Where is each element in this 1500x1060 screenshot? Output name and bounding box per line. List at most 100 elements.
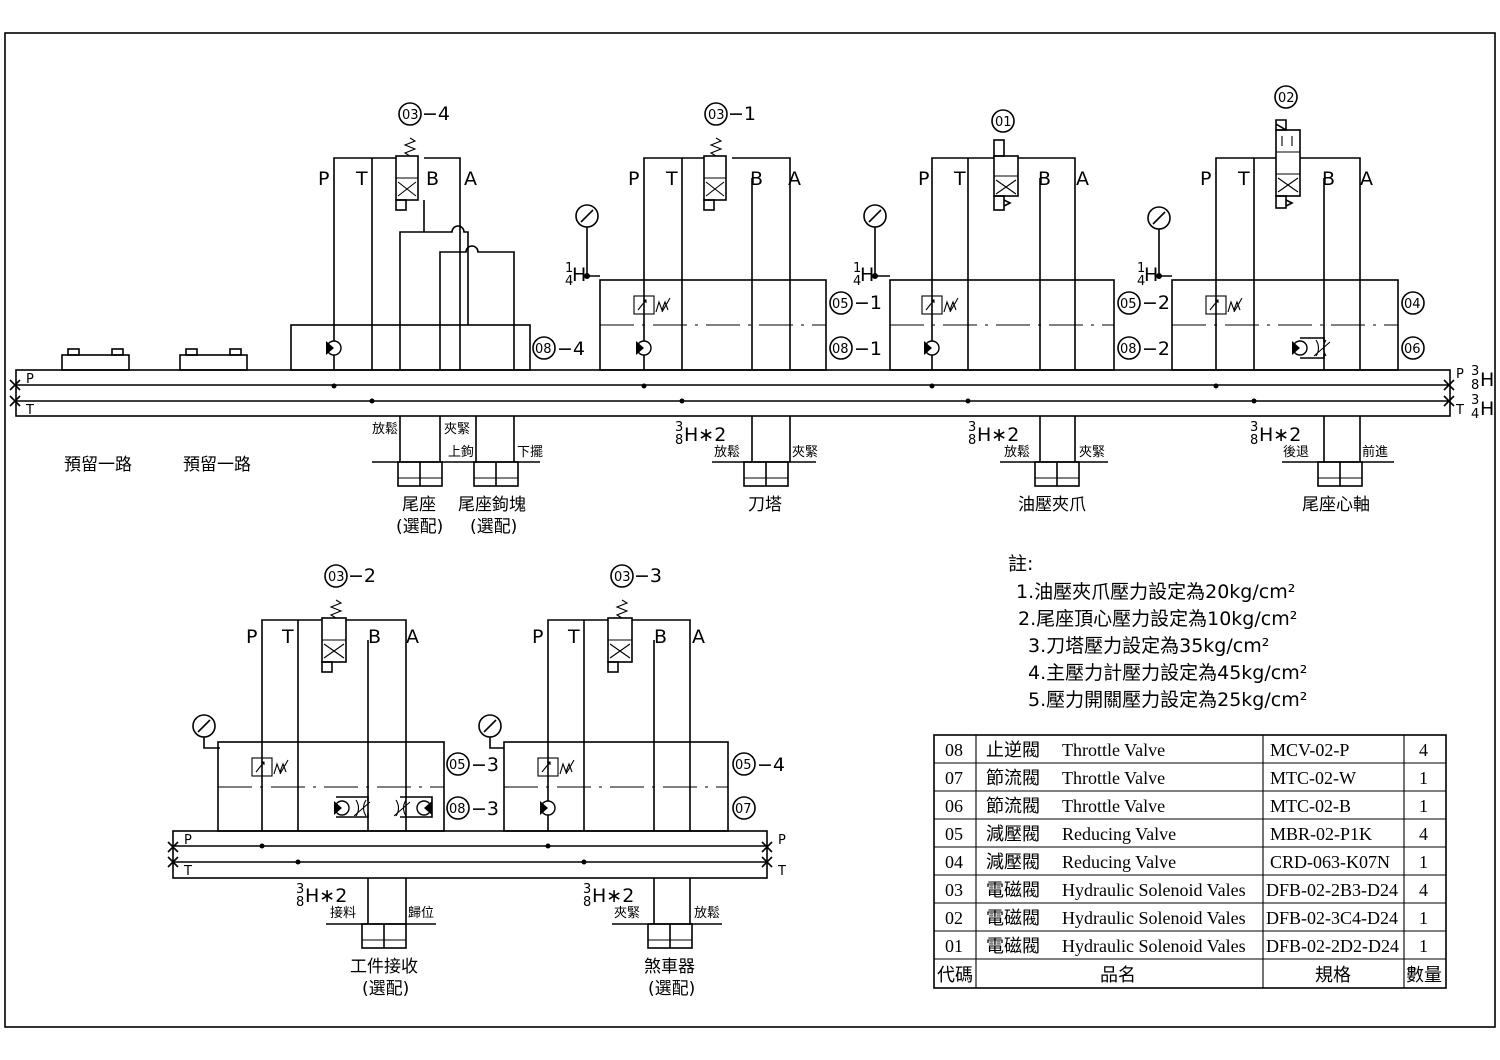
bom-header-code: 代碼 <box>937 965 973 985</box>
base-tag: 08 <box>535 342 552 357</box>
bottom-p-right: P <box>778 833 786 848</box>
unit-03-2: 03 −2 P T B A 05 −3 08 −3 3 8 H∗2 接料 <box>192 564 499 999</box>
bom-spec: DFB-02-2B3-D24 <box>1266 880 1398 900</box>
valve-tag: 03 <box>708 108 725 123</box>
bom-code: 06 <box>945 796 963 816</box>
bom-qty: 1 <box>1419 936 1428 956</box>
port-p: P <box>246 626 257 648</box>
bom-row: 02 電磁閥 Hydraulic Solenoid Vales DFB-02-3… <box>945 908 1428 928</box>
bom-code: 03 <box>945 880 963 900</box>
port-b: B <box>750 168 763 190</box>
port-label-left: 放鬆 <box>1004 445 1030 460</box>
valve-tag-suffix: −4 <box>422 103 450 125</box>
bom-spec: DFB-02-2D2-D24 <box>1266 936 1399 956</box>
unit-01: 01 P T B A 1 4 H 05 −2 08 −2 3 8 H∗2 放鬆 … <box>853 109 1170 515</box>
port-label-right: 前進 <box>1362 444 1388 460</box>
drawing-border <box>4 32 1496 1028</box>
gauge-size-den: 4 <box>1137 274 1145 289</box>
bom-name-cn: 減壓閥 <box>986 824 1040 844</box>
bottom-t-right: T <box>777 864 786 879</box>
bom-name-cn: 節流閥 <box>986 796 1040 816</box>
bom-name-en: Reducing Valve <box>1062 824 1176 844</box>
bom-row: 06 節流閥 Throttle Valve MTC-02-B 1 <box>945 796 1428 816</box>
size-den: 8 <box>968 433 976 448</box>
gauge-size-h: H <box>1144 264 1158 286</box>
gauge-size-h: H <box>860 264 874 286</box>
actuator-quill: 尾座心軸 <box>1302 495 1370 515</box>
port-a: A <box>1076 168 1089 190</box>
base-tag: 08 <box>832 342 849 357</box>
port-label-hook-up: 上鉤 <box>448 445 474 460</box>
actuator-tailstock-hook-opt: (選配) <box>470 517 517 537</box>
note-4: 4.主壓力計壓力設定為45kg/cm² <box>1028 662 1307 684</box>
valve-tag-suffix: −1 <box>728 103 756 125</box>
reg-tag-suffix: −2 <box>1142 292 1170 314</box>
size-times2: H∗2 <box>977 424 1019 446</box>
valve-tag: 03 <box>614 570 631 585</box>
unit-03-1: 03 −1 P T B A 1 4 H 05 −1 08 −1 3 8 H∗2 … <box>565 102 882 515</box>
bom-header-qty: 數量 <box>1406 965 1442 985</box>
size-times2: H∗2 <box>684 424 726 446</box>
bom-row: 05 減壓閥 Reducing Valve MBR-02-P1K 4 <box>945 824 1428 844</box>
bom-row: 07 節流閥 Throttle Valve MTC-02-W 1 <box>945 768 1428 788</box>
solenoid-valve <box>1275 129 1301 197</box>
bom-name-en: Reducing Valve <box>1062 852 1176 872</box>
t-size-den: 4 <box>1471 407 1479 422</box>
size-num: 3 <box>296 882 304 897</box>
actuator-brake-opt: (選配) <box>648 979 695 999</box>
actuator-receiver: 工件接收 <box>350 957 418 977</box>
size-times2: H∗2 <box>1259 424 1301 446</box>
reg-tag: 05 <box>1120 297 1137 312</box>
bom-qty: 4 <box>1419 824 1428 844</box>
actuator-chuck: 油壓夾爪 <box>1018 495 1086 515</box>
gauge-size-num: 1 <box>853 261 861 276</box>
port-t: T <box>1237 168 1250 190</box>
bom-spec: CRD-063-K07N <box>1270 852 1390 872</box>
port-b: B <box>368 626 381 648</box>
port-t: T <box>567 626 580 648</box>
size-num: 3 <box>675 420 683 435</box>
port-t: T <box>355 168 368 190</box>
reg-tag-suffix: −4 <box>757 754 785 776</box>
valve-tag: 03 <box>328 570 345 585</box>
port-label-left: 後退 <box>1283 445 1309 460</box>
port-b: B <box>1322 168 1335 190</box>
manifold-t-port-left: T <box>25 403 34 418</box>
port-label-right: 歸位 <box>408 906 434 921</box>
note-2: 2.尾座頂心壓力設定為10kg/cm² <box>1018 608 1297 630</box>
p-size-den: 8 <box>1471 378 1479 393</box>
port-b: B <box>426 168 439 190</box>
port-label-clamp: 夾緊 <box>444 422 470 437</box>
base-tag: 08 <box>1120 342 1137 357</box>
port-t: T <box>665 168 678 190</box>
unit-03-4: 03 −4 P T B A 08 −4 放鬆 夾緊 上鉤 下擺 尾座 (選配) … <box>290 102 585 537</box>
port-a: A <box>1360 168 1373 190</box>
bom-row: 08 止逆閥 Throttle Valve MCV-02-P 4 <box>945 740 1428 760</box>
bom-qty: 1 <box>1419 852 1428 872</box>
port-p: P <box>532 626 543 648</box>
notes-block: 註: 1.油壓夾爪壓力設定為20kg/cm² 2.尾座頂心壓力設定為10kg/c… <box>1008 553 1307 711</box>
port-b: B <box>654 626 667 648</box>
port-a: A <box>406 626 419 648</box>
size-den: 8 <box>296 895 304 910</box>
bom-qty: 4 <box>1419 740 1428 760</box>
reserve-label-1: 預留一路 <box>64 455 132 475</box>
actuator-receiver-opt: (選配) <box>362 979 409 999</box>
unit-02: 02 P T B A 1 4 H 04 06 3 8 H∗2 後退 <box>1137 85 1425 515</box>
manifold-p-port-right: P <box>1456 367 1464 382</box>
bom-name-cn: 節流閥 <box>986 768 1040 788</box>
bom-spec: MTC-02-B <box>1270 796 1351 816</box>
valve-tag: 02 <box>1278 91 1295 106</box>
port-a: A <box>788 168 801 190</box>
valve-tag: 01 <box>995 115 1012 130</box>
bom-name-cn: 減壓閥 <box>986 852 1040 872</box>
port-label-right: 放鬆 <box>694 906 720 921</box>
base-tag-suffix: −3 <box>471 798 499 820</box>
bom-spec: MTC-02-W <box>1270 768 1356 788</box>
bom-name-en: Throttle Valve <box>1062 768 1165 788</box>
reserve-label-2: 預留一路 <box>183 455 251 475</box>
port-p: P <box>628 168 639 190</box>
note-1: 1.油壓夾爪壓力設定為20kg/cm² <box>1016 581 1295 603</box>
gauge-size-h: H <box>572 264 586 286</box>
